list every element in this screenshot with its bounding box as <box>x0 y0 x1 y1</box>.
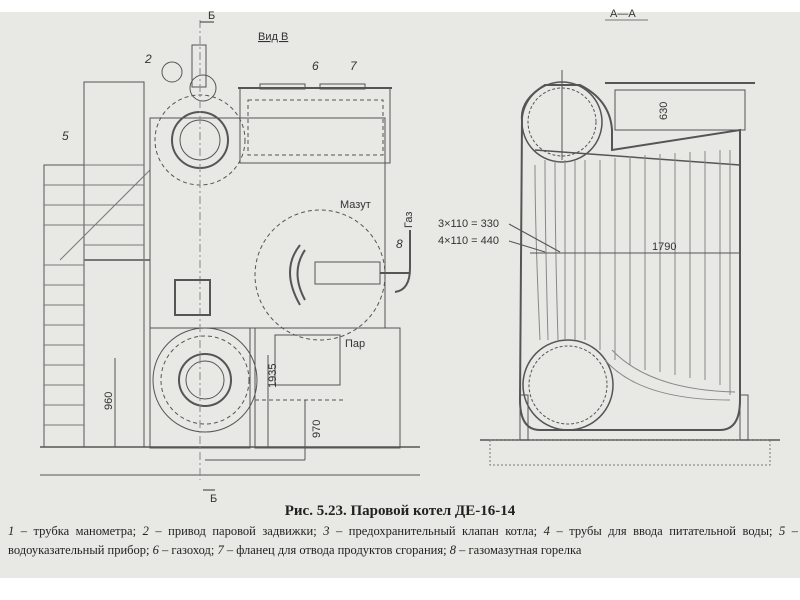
section-label: А—А <box>610 8 636 20</box>
fuel-oil-label: Мазут <box>340 199 371 211</box>
legend-text: – газоход; <box>158 543 218 557</box>
legend-text: – газомазутная горелка <box>455 543 582 557</box>
dim-440: 4×110 = 440 <box>438 235 499 247</box>
legend-num: 8 <box>449 543 456 557</box>
gas-label: Газ <box>403 212 415 228</box>
left-view-labels: Б Вид В 2 5 6 7 Мазут Газ 8 Пар 1935 960… <box>62 10 415 505</box>
dim-630: 630 <box>658 102 670 120</box>
right-view-drawing <box>480 19 780 466</box>
callout-6: 6 <box>312 59 319 73</box>
left-view-drawing <box>40 20 420 480</box>
legend-num: 2 <box>142 524 149 538</box>
figure-legend: 1 – трубка манометра; 2 – привод паровой… <box>8 522 798 560</box>
section-mark-bottom: Б <box>210 493 217 505</box>
legend-text: – фланец для отвода продуктов сгорания; <box>223 543 450 557</box>
callout-7: 7 <box>350 59 358 73</box>
dim-970: 970 <box>311 420 323 438</box>
legend-num: 4 <box>543 524 550 538</box>
legend-text: – водоуказательный прибор; <box>8 524 799 557</box>
callout-2: 2 <box>144 52 152 66</box>
figure-caption: Рис. 5.23. Паровой котел ДЕ-16-14 <box>284 503 516 519</box>
legend-num: 5 <box>778 524 786 538</box>
legend-text: – трубы для ввода питательной воды; <box>549 524 779 538</box>
legend-text: – трубка манометра; <box>14 524 143 538</box>
right-view-labels: А—А 630 3×110 = 330 4×110 = 440 1790 <box>438 8 676 253</box>
dim-960: 960 <box>103 392 115 410</box>
legend-num: 1 <box>8 524 15 538</box>
callout-5: 5 <box>62 129 69 143</box>
legend-num: 6 <box>152 543 159 557</box>
legend-num: 3 <box>323 524 330 538</box>
dim-1790: 1790 <box>652 241 676 253</box>
section-mark-top: Б <box>208 10 215 22</box>
dim-1935: 1935 <box>267 364 279 388</box>
steam-label: Пар <box>345 338 365 350</box>
callout-8: 8 <box>396 237 403 251</box>
legend-text: – привод паровой задвижки; <box>148 524 324 538</box>
scanned-page <box>0 12 800 578</box>
legend-text: – предохранительный клапан котла; <box>329 524 544 538</box>
dim-330: 3×110 = 330 <box>438 218 499 230</box>
legend-num: 7 <box>217 543 224 557</box>
view-label: Вид В <box>258 31 288 43</box>
